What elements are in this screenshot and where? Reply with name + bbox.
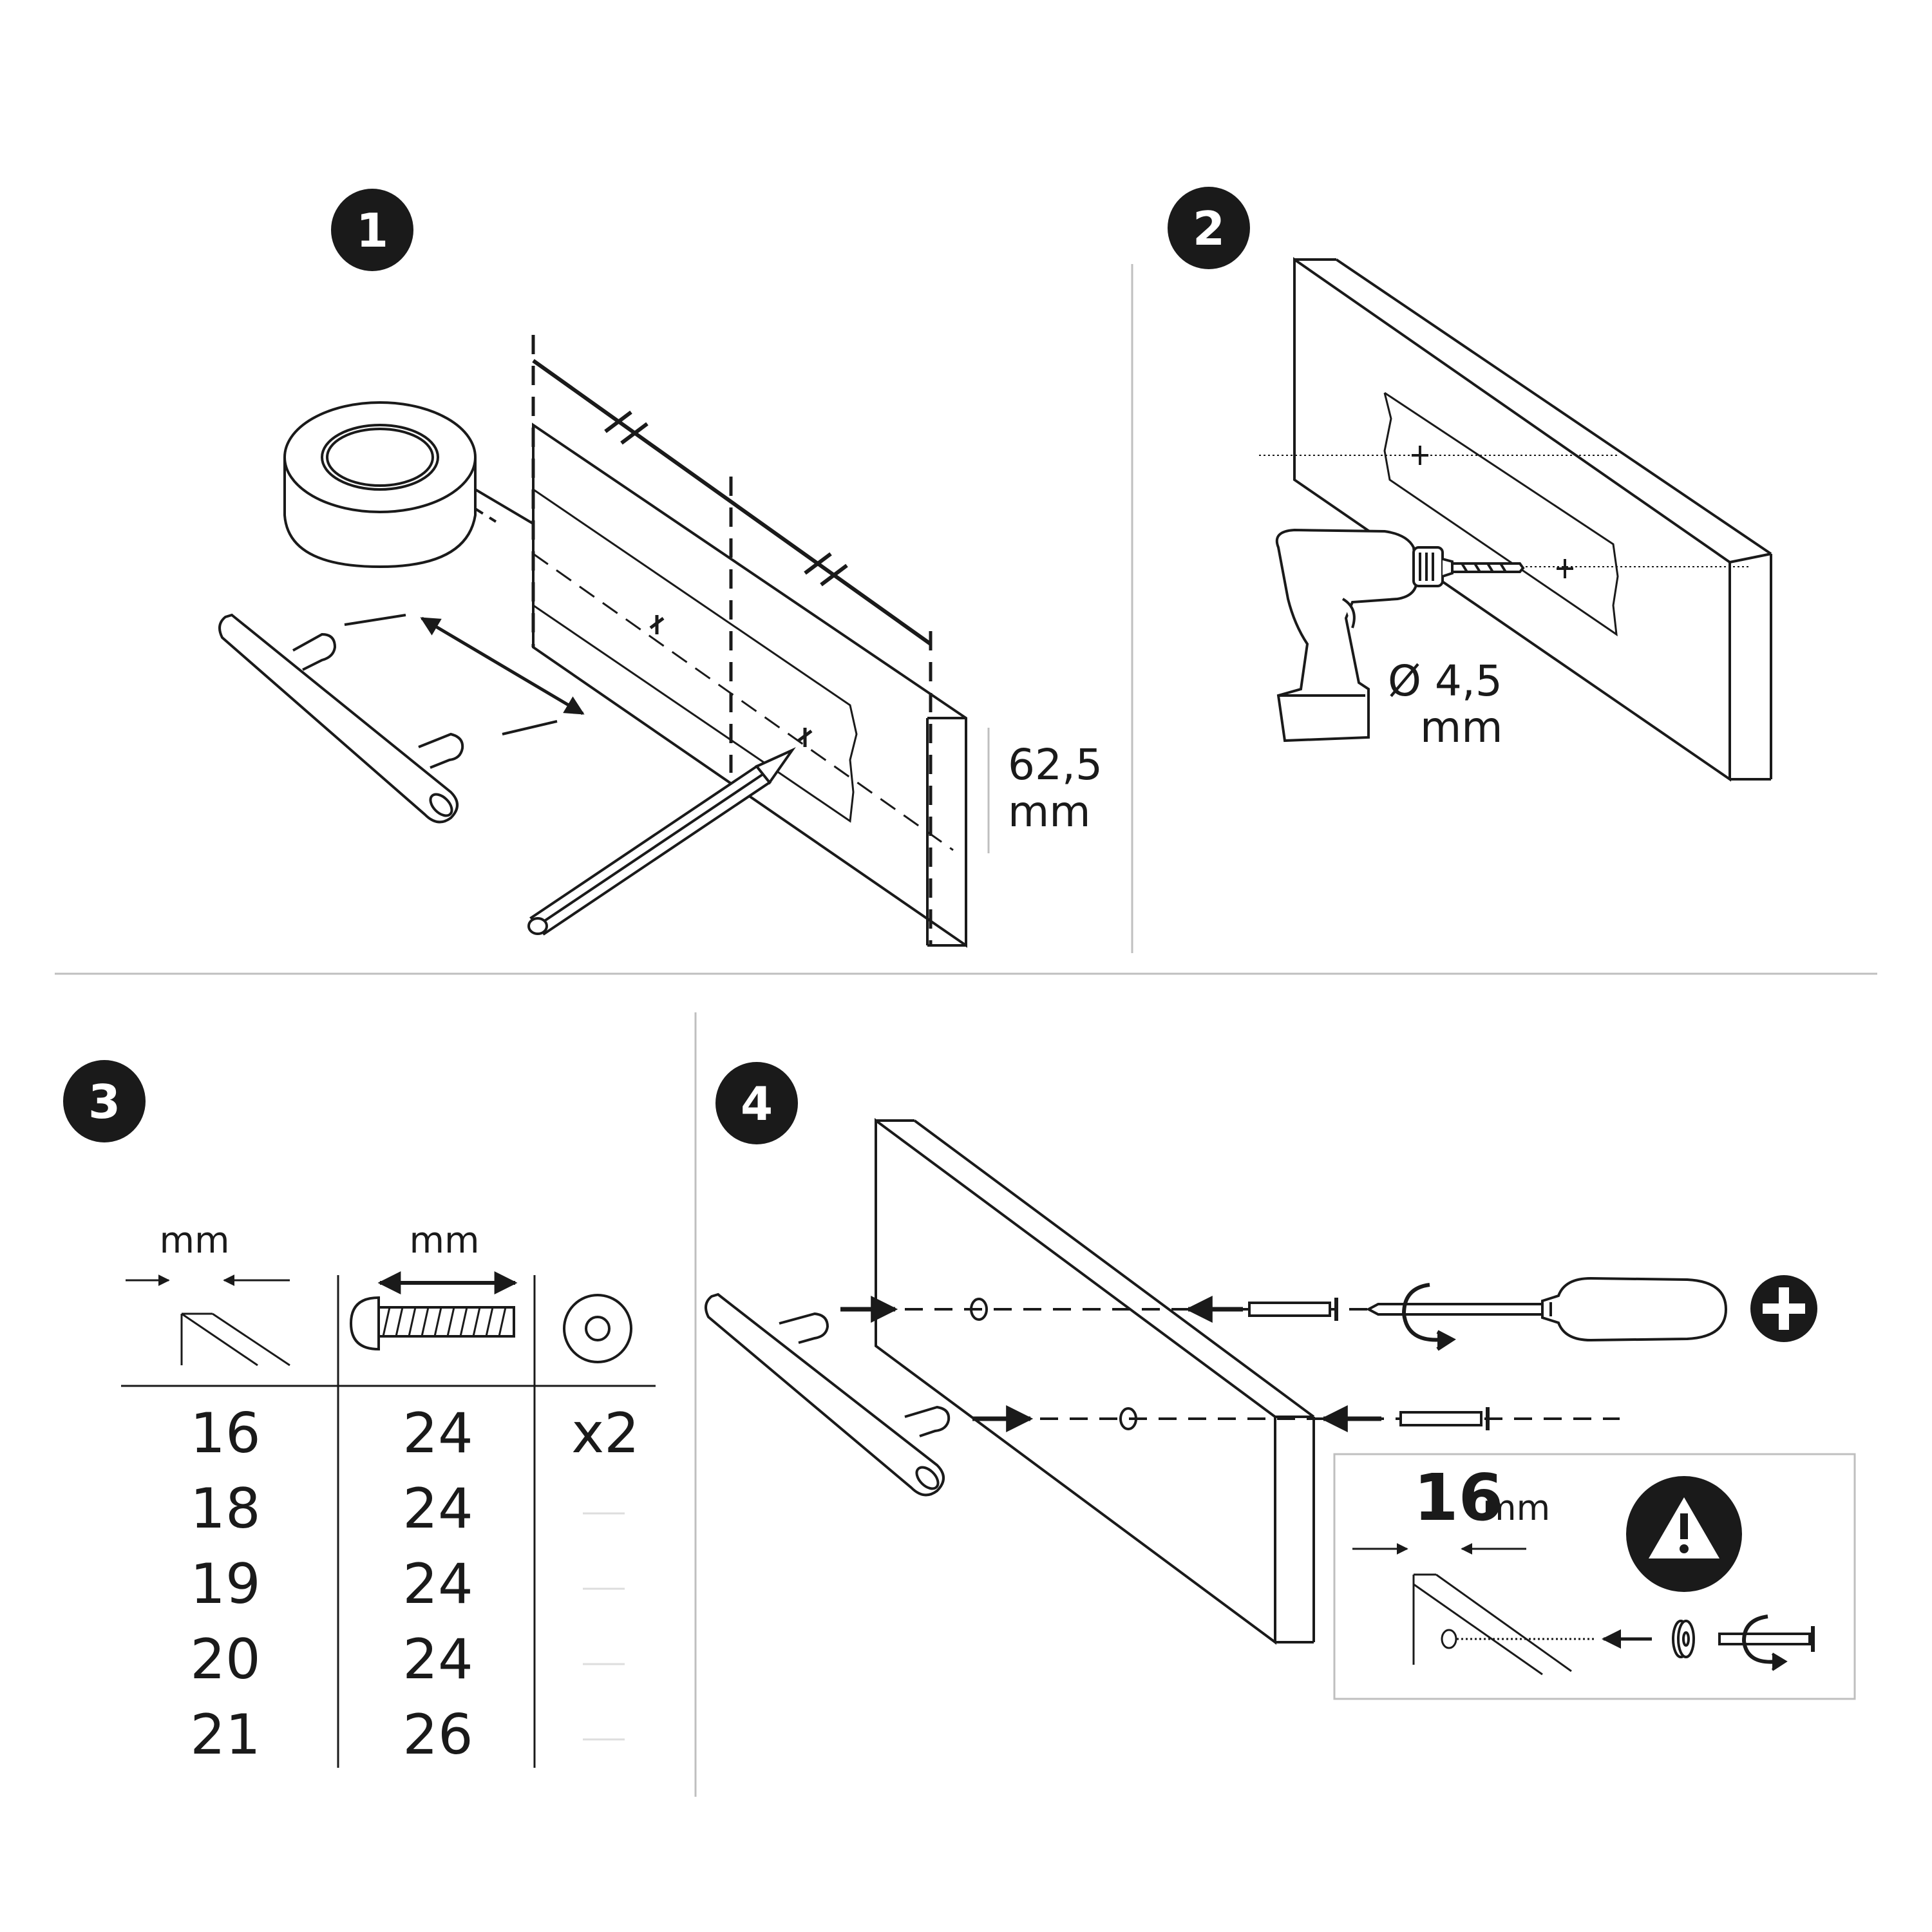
screw-upper-icon — [1248, 1298, 1338, 1321]
size-table-rows: 16 24 x2 18 24 19 24 20 24 21 26 — [190, 1401, 639, 1767]
row-3-screw: 24 — [402, 1552, 473, 1616]
screw-lower-icon — [1399, 1407, 1490, 1430]
step-4-panel: 4 — [705, 1062, 1856, 1700]
row-4-thickness: 20 — [190, 1627, 260, 1692]
screw-icon — [349, 1296, 515, 1351]
drill-marks-wall — [1412, 446, 1573, 578]
screwdriver-icon — [1365, 1276, 1728, 1342]
step-2-number: 2 — [1193, 202, 1225, 256]
step-2-panel: 2 — [1168, 187, 1772, 782]
size-table-grid — [121, 1275, 656, 1768]
drill-unit: mm — [1420, 703, 1503, 752]
center-line — [533, 553, 954, 851]
drill-diameter: Ø 4,5 — [1388, 656, 1502, 706]
door-panel — [875, 1118, 1315, 1645]
thickness-unit: mm — [159, 1220, 229, 1262]
warning-triangle-icon — [1626, 1476, 1742, 1592]
dimension-value: 62,5 — [1008, 740, 1103, 790]
shelf-board — [532, 422, 967, 948]
rotate-arrow-icon — [1401, 1283, 1456, 1351]
note-unit: mm — [1482, 1488, 1550, 1528]
row-2-thickness: 18 — [190, 1477, 260, 1541]
row-1-thickness: 16 — [190, 1401, 260, 1466]
row-5-screw: 26 — [402, 1703, 473, 1767]
measure-line — [532, 359, 932, 646]
step-3-panel: 3 mm mm — [63, 1060, 656, 1768]
drill-marks — [649, 615, 813, 747]
thickness-header: mm — [126, 1220, 290, 1367]
washer-icon — [563, 1294, 632, 1363]
note-value: 16 — [1414, 1460, 1503, 1535]
step-1-badge: 1 — [331, 189, 413, 271]
drill-diameter-label: Ø 4,5 mm — [1388, 656, 1503, 752]
step-2-badge: 2 — [1168, 187, 1250, 269]
dimension-unit: mm — [1008, 787, 1091, 837]
step-4-badge: 4 — [715, 1062, 798, 1144]
door-handle-icon — [705, 1293, 951, 1497]
masking-tape-strip — [533, 488, 858, 823]
step-3-badge: 3 — [63, 1060, 146, 1142]
row-1-quantity: x2 — [571, 1401, 639, 1466]
small-screw-icon — [1718, 1615, 1815, 1671]
row-4-screw: 24 — [402, 1627, 473, 1692]
row-2-screw: 24 — [402, 1477, 473, 1541]
step-1-number: 1 — [356, 204, 388, 258]
screw-unit: mm — [409, 1220, 479, 1262]
row-3-thickness: 19 — [190, 1552, 260, 1616]
step-4-number: 4 — [741, 1077, 773, 1131]
pencil-icon — [527, 747, 796, 936]
row-1-screw: 24 — [402, 1401, 473, 1466]
small-washer-icon — [1672, 1620, 1695, 1658]
drill-icon — [1275, 528, 1525, 743]
distance-arrow — [344, 614, 585, 735]
screw-header: mm — [349, 1220, 518, 1351]
row-5-thickness: 21 — [190, 1703, 260, 1767]
masking-tape-wall — [1383, 392, 1619, 637]
assembly-guides — [840, 1296, 1713, 1432]
panel-dividers — [55, 264, 1877, 1797]
height-dimension: 62,5 mm — [987, 728, 1103, 853]
thickness-note-box: 16 mm — [1333, 1453, 1856, 1700]
alignment-guides — [531, 335, 933, 945]
step-3-number: 3 — [88, 1075, 120, 1129]
handle-icon — [218, 613, 464, 824]
step-1-panel: 1 — [218, 189, 1103, 948]
phillips-plus-icon — [1750, 1275, 1817, 1342]
wall-board — [1293, 257, 1772, 782]
